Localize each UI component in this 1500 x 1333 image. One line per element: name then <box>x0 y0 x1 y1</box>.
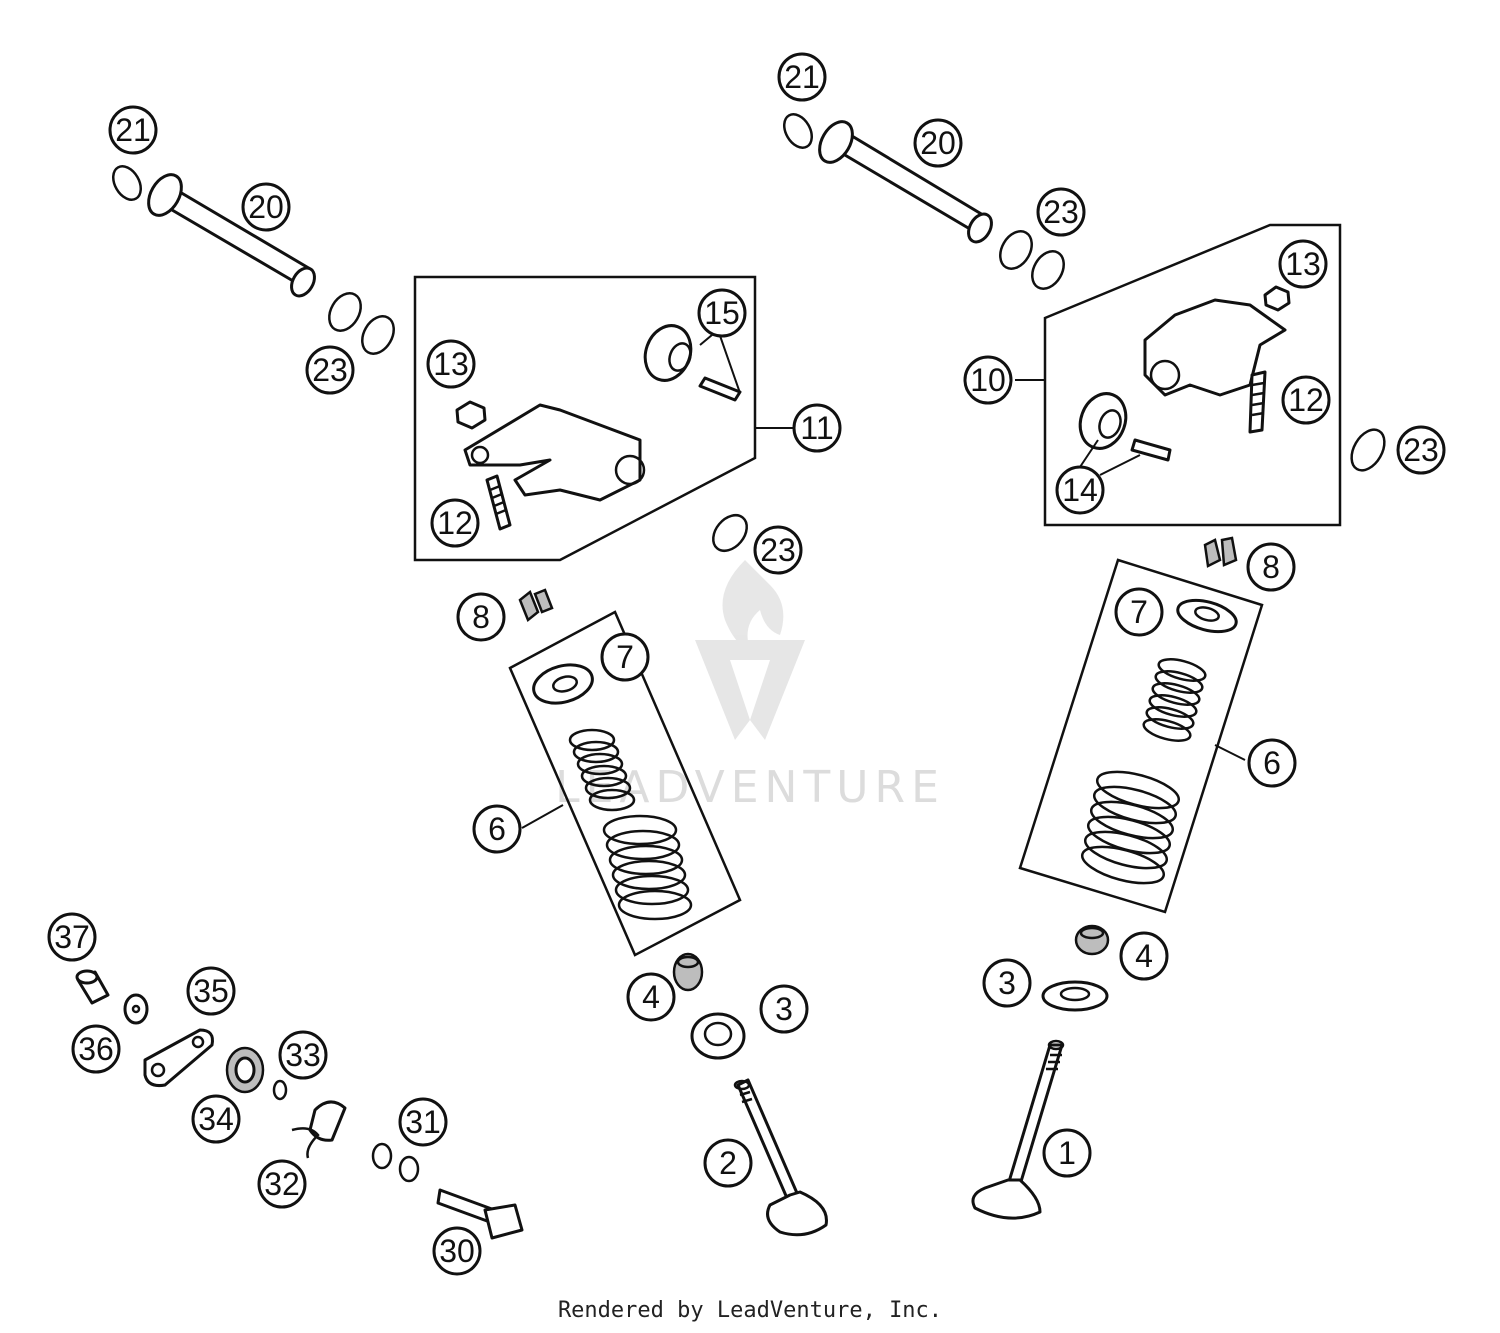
callout-label: 2 <box>719 1145 737 1181</box>
callout-23-left-shaft: 23 <box>305 345 355 395</box>
callout-31: 31 <box>398 1097 448 1147</box>
callout-12-right: 12 <box>1281 375 1331 425</box>
callout-4-right: 4 <box>1119 931 1169 981</box>
callout-label: 34 <box>198 1101 234 1137</box>
callout-label: 33 <box>285 1037 321 1073</box>
inner-spring-left <box>568 728 636 812</box>
callout-label: 36 <box>78 1031 114 1067</box>
callout-label: 23 <box>1043 194 1079 230</box>
callout-6-right: 6 <box>1247 738 1297 788</box>
valve-stem-seal-left <box>672 952 704 992</box>
callout-label: 20 <box>920 125 956 161</box>
callout-14: 14 <box>1055 465 1105 515</box>
decompressor-parts <box>75 969 524 1240</box>
callout-20-right: 20 <box>913 118 963 168</box>
callout-8-left: 8 <box>456 592 506 642</box>
callout-label: 11 <box>800 410 833 446</box>
leadventure-watermark: LEADVENTURE <box>555 560 945 813</box>
callout-label: 32 <box>264 1166 300 1202</box>
callout-3-right: 3 <box>982 958 1032 1008</box>
callout-label: 37 <box>54 919 90 955</box>
callout-23-left-box: 23 <box>753 525 803 575</box>
callout-label: 15 <box>704 295 740 331</box>
render-credit: Rendered by LeadVenture, Inc. <box>557 1298 943 1323</box>
callout-label: 3 <box>775 991 793 1027</box>
callout-13-right: 13 <box>1278 239 1328 289</box>
callout-21-right: 21 <box>777 52 827 102</box>
callout-30: 30 <box>432 1226 482 1276</box>
spring-seat-left <box>690 1012 746 1060</box>
leader-lines <box>521 328 1246 829</box>
callout-33: 33 <box>278 1030 328 1080</box>
callout-11: 11 <box>792 403 842 453</box>
callout-13-left: 13 <box>426 339 476 389</box>
callout-label: 1 <box>1058 1135 1076 1171</box>
callout-12-left: 12 <box>430 498 480 548</box>
valve-exhaust <box>733 1078 828 1237</box>
callout-label: 23 <box>312 352 348 388</box>
callout-label: 23 <box>760 532 796 568</box>
callout-label: 12 <box>437 505 473 541</box>
callout-label: 14 <box>1062 472 1098 508</box>
callout-label: 6 <box>1263 745 1281 781</box>
outer-spring-right <box>1080 770 1181 885</box>
callout-3-left: 3 <box>759 984 809 1034</box>
callout-label: 21 <box>784 59 820 95</box>
callout-15: 15 <box>697 288 747 338</box>
callout-7-left: 7 <box>600 632 650 682</box>
callout-label: 13 <box>1285 246 1321 282</box>
callout-label: 21 <box>115 112 151 148</box>
outer-spring-left <box>602 814 693 921</box>
callout-34: 34 <box>191 1094 241 1144</box>
callout-21-left: 21 <box>108 105 158 155</box>
callout-6-left: 6 <box>472 804 522 854</box>
callout-36: 36 <box>71 1024 121 1074</box>
callout-8-right: 8 <box>1246 542 1296 592</box>
callout-label: 6 <box>488 811 506 847</box>
valve-stem-seal-right <box>1074 924 1110 956</box>
rocker-arm-assembly-right <box>1043 223 1386 527</box>
rocker-arm-assembly-left <box>413 275 757 562</box>
spring-seat-right <box>1041 980 1109 1012</box>
callout-label: 8 <box>472 599 490 635</box>
callout-23-right-shaft: 23 <box>1036 187 1086 237</box>
inner-spring-right <box>1142 658 1207 742</box>
callout-20-left: 20 <box>241 182 291 232</box>
callout-label: 3 <box>998 965 1016 1001</box>
callout-label: 8 <box>1262 549 1280 585</box>
callout-label: 4 <box>1135 938 1153 974</box>
callout-label: 30 <box>439 1233 475 1269</box>
callout-label: 4 <box>642 979 660 1015</box>
callout-label: 23 <box>1403 432 1439 468</box>
callout-label: 7 <box>1130 594 1148 630</box>
watermark-text: LEADVENTURE <box>555 762 945 813</box>
valve-spring-assembly-right <box>1018 536 1264 914</box>
callout-label: 10 <box>970 362 1006 398</box>
callout-23-right-box: 23 <box>1396 425 1446 475</box>
callout-32: 32 <box>257 1159 307 1209</box>
callout-label: 12 <box>1288 382 1324 418</box>
callout-label: 13 <box>433 346 469 382</box>
valve-intake <box>971 1039 1065 1220</box>
callout-10: 10 <box>963 355 1013 405</box>
callout-1: 1 <box>1042 1128 1092 1178</box>
callout-label: 35 <box>193 973 229 1009</box>
callout-label: 7 <box>616 639 634 675</box>
callout-7-right: 7 <box>1114 587 1164 637</box>
callout-2: 2 <box>703 1138 753 1188</box>
callout-35: 35 <box>186 966 236 1016</box>
valve-spring-assembly-left <box>508 588 742 957</box>
callout-label: 20 <box>248 189 284 225</box>
callout-37: 37 <box>47 912 97 962</box>
callout-4-left: 4 <box>626 972 676 1022</box>
rocker-shaft-right <box>783 113 1065 290</box>
callout-label: 31 <box>405 1104 441 1140</box>
rocker-shaft-left <box>112 165 395 355</box>
